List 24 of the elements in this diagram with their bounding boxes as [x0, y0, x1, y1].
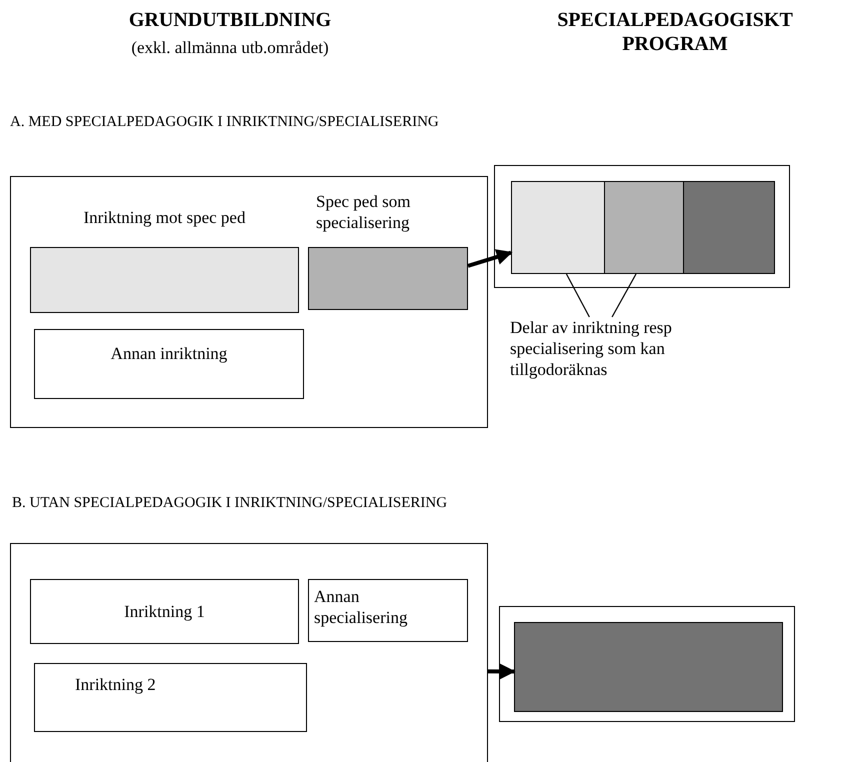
frame-box — [494, 165, 790, 288]
section-heading: B. UTAN SPECIALPEDAGOGIK I INRIKTNING/SPECIALISERING — [12, 494, 448, 513]
text-box: Inriktning 2 — [34, 663, 307, 732]
column-subheading: (exkl. allmänna utb.området) — [130, 37, 330, 58]
box-heading: Spec ped som specialisering — [316, 191, 412, 233]
arrow — [488, 663, 516, 680]
section-heading: A. MED SPECIALPEDAGOGIK I INRIKTNING/SPECIALISERING — [10, 113, 440, 132]
shaded-box — [514, 622, 783, 712]
shaded-box — [511, 181, 605, 274]
text-box: Annan inriktning — [34, 329, 304, 399]
box-heading: Inriktning mot spec ped — [82, 207, 246, 228]
leader-line — [566, 274, 590, 318]
column-heading: SPECIALPEDAGOGISKT PROGRAM — [556, 8, 794, 56]
shaded-box — [604, 181, 684, 274]
text-box: Annan specialisering — [308, 579, 468, 642]
frame-box — [10, 543, 488, 762]
leader-line — [612, 274, 637, 318]
frame-box — [10, 176, 488, 428]
frame-box — [499, 606, 795, 722]
column-heading: GRUNDUTBILDNING — [128, 8, 332, 32]
arrow — [467, 249, 513, 268]
text-box: Inriktning 1 — [30, 579, 299, 644]
shaded-box — [683, 181, 775, 274]
note-text: Delar av inriktning resp specialisering som kan tillgodoräknas — [510, 317, 672, 383]
